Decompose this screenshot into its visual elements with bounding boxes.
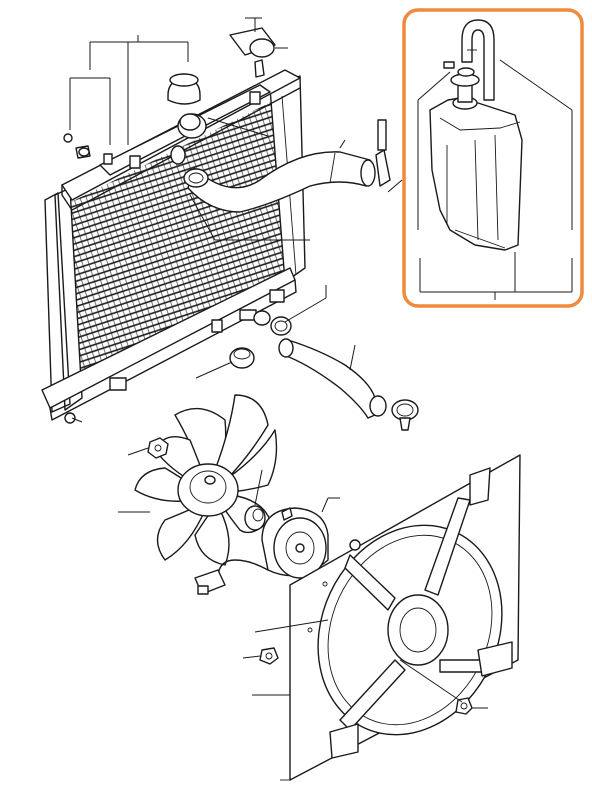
radiator-assembly[interactable] bbox=[41, 69, 306, 424]
nut[interactable] bbox=[147, 437, 169, 459]
upper-radiator-hose[interactable] bbox=[187, 151, 376, 213]
lower-radiator-hose[interactable] bbox=[278, 338, 387, 419]
fan-blade[interactable] bbox=[134, 394, 278, 566]
radiator-core bbox=[65, 100, 290, 390]
reservoir-hose[interactable] bbox=[461, 19, 495, 101]
nut[interactable] bbox=[259, 647, 279, 665]
radiator-cap[interactable] bbox=[167, 73, 201, 105]
bolt[interactable] bbox=[455, 697, 473, 715]
mounting-cushion[interactable] bbox=[229, 347, 255, 369]
fan-motor[interactable] bbox=[261, 507, 329, 579]
hose-clamp[interactable] bbox=[391, 399, 419, 431]
mounting-cushion[interactable] bbox=[244, 505, 266, 531]
reservoir-tank[interactable] bbox=[429, 61, 523, 251]
reservoir-highlight-frame bbox=[402, 8, 584, 308]
fan-shroud[interactable] bbox=[280, 454, 535, 781]
leader-lines bbox=[69, 17, 488, 709]
bolt[interactable] bbox=[63, 133, 91, 159]
hose-clamp[interactable] bbox=[375, 119, 391, 187]
mounting-cushion[interactable] bbox=[229, 27, 276, 78]
hose-clamp[interactable] bbox=[183, 168, 209, 188]
motor-connector[interactable] bbox=[194, 559, 269, 595]
reservoir-leaders bbox=[417, 59, 573, 300]
